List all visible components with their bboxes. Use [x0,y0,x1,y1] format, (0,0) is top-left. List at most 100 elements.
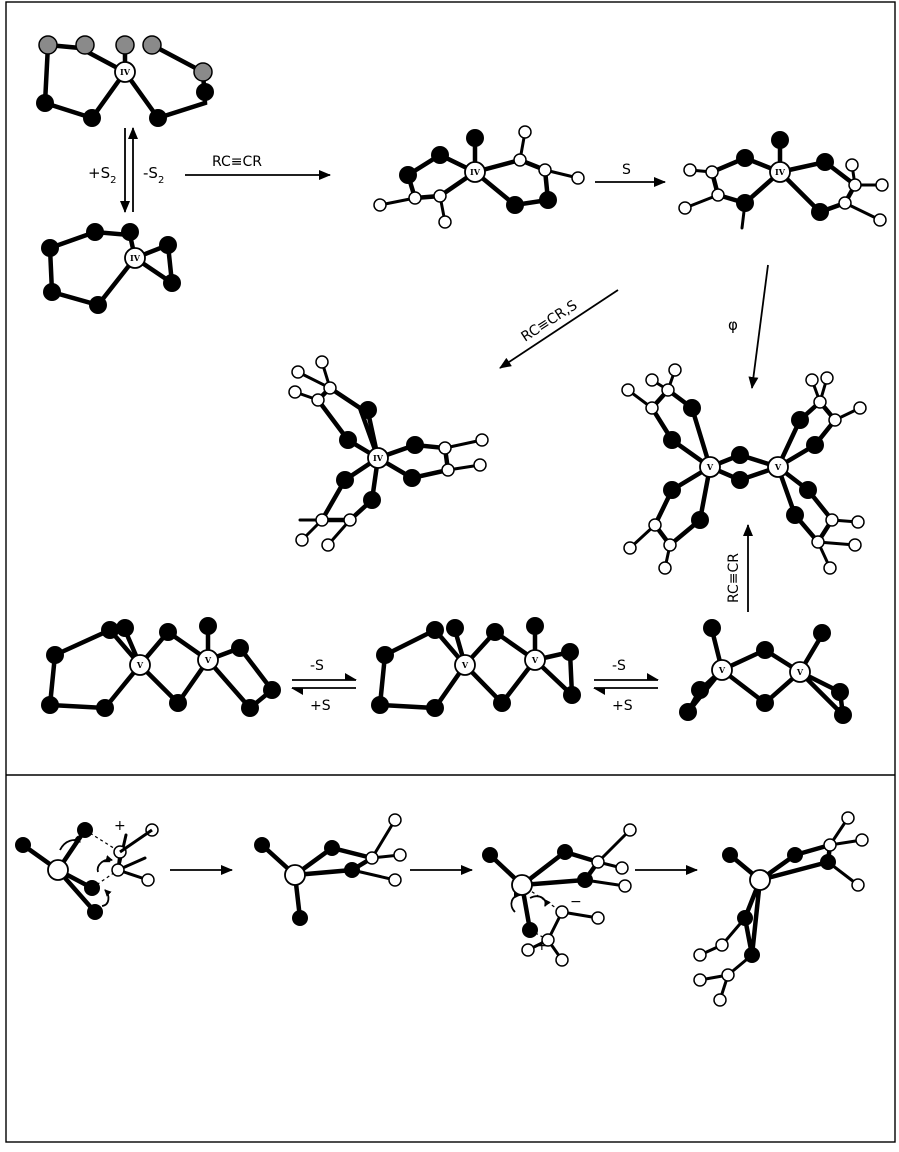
metal-atom-v [767,456,789,478]
alkyne-label: RC≡CR [212,154,262,170]
metal-atom-v [711,659,733,681]
carbon-atom [323,381,337,395]
mechanism-step-4 [693,811,869,1007]
carbon-atom [555,905,569,919]
mechanism-step-2 [254,813,407,926]
sulfur-atom [339,431,357,449]
metal-label: V [136,660,144,670]
metal-label: V [204,655,212,665]
sulfur-atom [526,617,544,635]
sulfur-atom [791,411,809,429]
sulfur-atom [831,683,849,701]
minus-charge: − [570,894,582,910]
sulfur-atom [756,694,774,712]
sulfur-atom [663,481,681,499]
bridging-sulfur-atom [75,35,95,55]
carbon-atom [705,165,719,179]
arrow-alkyne-sulfur [499,289,619,369]
metal-atom-v [524,649,546,671]
sulfur-atom [736,149,754,167]
carbon-atom [841,811,855,825]
carbon-atom [848,178,862,192]
carbon-atom [648,518,662,532]
sulfur-atom [786,506,804,524]
metal-label: IV [120,67,131,77]
metal-atom-iv [367,447,389,469]
carbon-atom [321,538,335,552]
carbon-atom [295,533,309,547]
sulfur-atom [86,223,104,241]
carbon-atom [291,365,305,379]
carbon-atom [111,863,125,877]
carbon-atom [438,441,452,455]
minus-s-label: -S [310,658,324,674]
carbon-atom [623,823,637,837]
sulfur-atom [241,699,259,717]
metal-label: V [774,462,782,472]
metal-atom-v [699,456,721,478]
sulfur-atom [336,471,354,489]
sulfur-atom [731,471,749,489]
molecule-tris-dithiolene: IV [288,355,489,552]
carbon-atom [668,363,682,377]
mechanism-step-1: + − [15,818,159,920]
carbon-atom [658,561,672,575]
carbon-atom [875,178,889,192]
plus-s-label: +S [310,698,331,714]
sulfur-atom [679,703,697,721]
sulfur-atom [83,109,101,127]
metal-atom-v [129,654,151,676]
carbon-atom [721,968,735,982]
carbon-atom [853,401,867,415]
sulfur-atom [116,619,134,637]
sulfur-atom [834,706,852,724]
carbon-atom [873,213,887,227]
carbon-atom [555,953,569,967]
equilibrium-s-1 [291,673,357,695]
sulfur-atom [196,83,214,101]
minus-s2-label: -S2 [143,164,164,186]
sulfur-atom [744,947,760,963]
sulfur-atom [263,681,281,699]
sulfur-atom [406,436,424,454]
metal-label: IV [775,167,786,177]
carbon-atom [618,879,632,893]
sulfur-atom [482,847,498,863]
carbon-atom [408,191,422,205]
sulfur-atom [46,646,64,664]
carbon-atom [805,373,819,387]
sulfur-atom [683,399,701,417]
sulfur-atom [663,431,681,449]
sulfur-atom [292,910,308,926]
carbon-atom [715,938,729,952]
sulfur-atom [811,203,829,221]
sulfur-atom [36,94,54,112]
carbon-atom [591,911,605,925]
carbon-atom [388,813,402,827]
plus-s-label: +S [612,698,633,714]
carbon-atom [663,538,677,552]
sulfur-atom [506,196,524,214]
sulfur-atom [89,296,107,314]
sulfur-atom [163,274,181,292]
carbon-atom [365,851,379,865]
sulfur-atom [787,847,803,863]
carbon-atom [811,535,825,549]
metal-label: V [718,665,726,675]
sulfur-atom [691,511,709,529]
sulfur-atom [737,910,753,926]
outer-border [5,1,896,1143]
sulfur-atom [722,847,738,863]
metal-atom-v [789,661,811,683]
sulfur-atom [563,686,581,704]
carbon-atom [661,383,675,397]
carbon-atom [813,395,827,409]
metal-label: IV [470,167,481,177]
carbon-atom [828,413,842,427]
sulfur-atom [149,109,167,127]
bridging-sulfur-atom [193,62,213,82]
carbon-atom [851,515,865,529]
carbon-atom [343,513,357,527]
carbon-atom [288,385,302,399]
